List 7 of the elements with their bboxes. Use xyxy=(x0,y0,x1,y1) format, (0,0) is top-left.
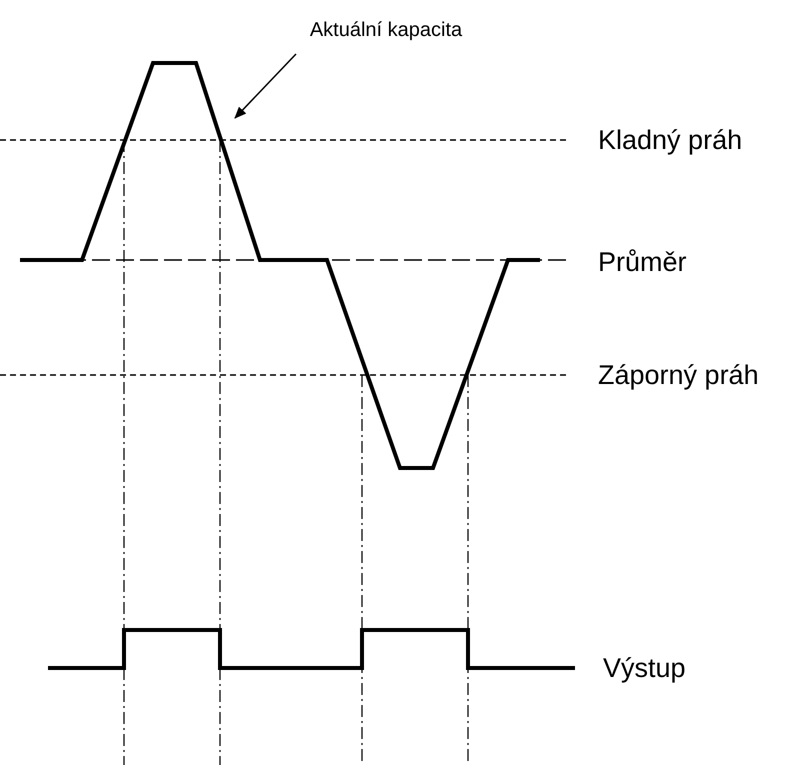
level-label: Záporný práh xyxy=(598,359,759,391)
level-label: Výstup xyxy=(603,652,686,684)
callout-text: Aktuální kapacita xyxy=(310,20,462,40)
level-label: Kladný práh xyxy=(598,124,742,156)
level-label: Průměr xyxy=(598,246,687,278)
leader-arrow xyxy=(234,53,297,119)
capacity-waveform xyxy=(20,61,540,470)
